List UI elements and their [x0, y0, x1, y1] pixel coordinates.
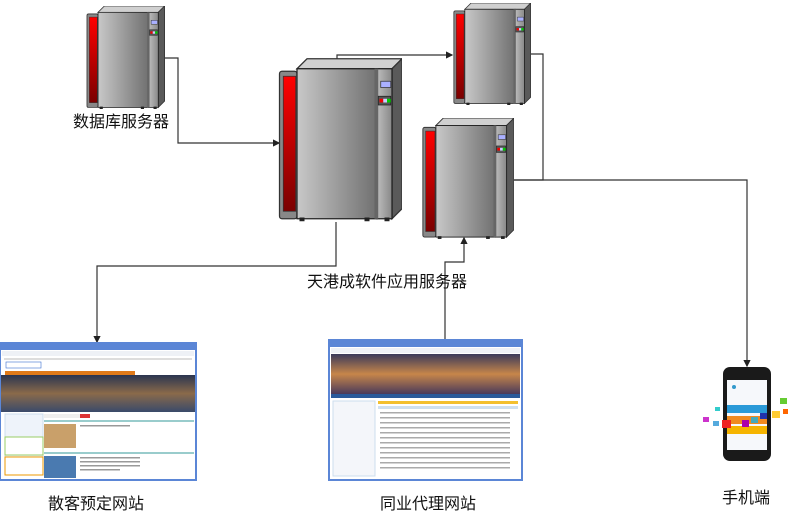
guest-site-label: 散客预定网站: [48, 494, 145, 513]
app-to-guest-site-line: [93, 222, 337, 344]
guest-website-screenshot: [0, 342, 197, 481]
app-server-label: 天港成软件应用服务器: [307, 272, 468, 291]
server-to-mobile-line: [512, 179, 751, 368]
db-server-label: 数据库服务器: [73, 112, 170, 131]
mobile-label: 手机端: [722, 488, 771, 507]
db-to-app-line: [165, 57, 281, 147]
agent-website-screenshot: [328, 339, 523, 481]
app-server-icon: [278, 58, 402, 222]
mobile-phone-icon: [703, 367, 788, 461]
server-bottom-right-icon: [422, 118, 514, 239]
agent-site-to-server-line: [444, 236, 468, 340]
server-top-right-icon: [453, 3, 531, 105]
agent-site-label: 同业代理网站: [380, 494, 477, 513]
database-server-icon: [86, 6, 165, 109]
connectors: [93, 51, 751, 368]
